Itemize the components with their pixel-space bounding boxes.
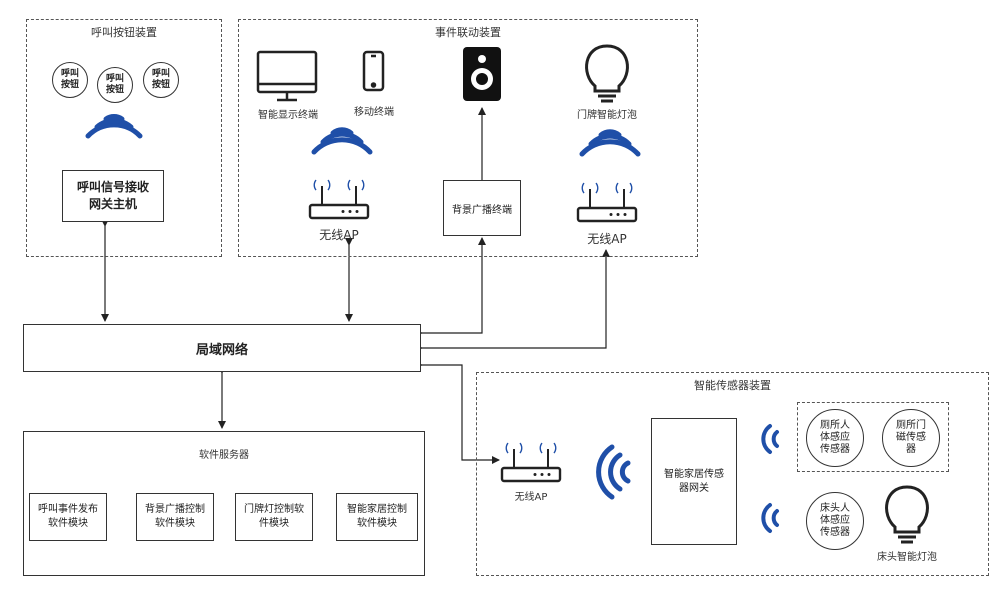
wifi-icon-buttons: [85, 114, 143, 139]
router-icon-ap3: [576, 182, 638, 223]
label-door-bulb: 门牌智能灯泡: [577, 110, 637, 121]
module-call-event: 呼叫事件发布 软件模块: [29, 493, 107, 541]
wifi-icon-sensor-bottom: [761, 503, 779, 533]
link-lan-sensor-ap: [415, 361, 500, 464]
group-smart-sensor: [476, 372, 989, 576]
call-button-3: 呼叫 按钮: [143, 62, 179, 98]
module-broadcast-control: 背景广播控制 软件模块: [136, 493, 214, 541]
label-smart-display: 智能显示终端: [258, 110, 318, 121]
label-ap3: 无线AP: [587, 232, 627, 246]
link-lan-ap3: [415, 249, 610, 352]
group-call-button-title: 呼叫按钮装置: [91, 26, 157, 39]
group-call-button: [26, 19, 222, 257]
wifi-icon-sensor-top: [761, 424, 779, 454]
lan-box: 局域网络: [23, 324, 421, 372]
wifi-icon-sensor-ap: [596, 444, 631, 500]
group-smart-sensor-title: 智能传感器装置: [694, 379, 771, 392]
toilet-door-sensor: 厕所门 磁传感 器: [882, 409, 940, 467]
toilet-sensor-group: [797, 402, 949, 472]
software-server-title: 软件服务器: [199, 450, 249, 461]
monitor-icon: [256, 50, 318, 102]
label-mobile: 移动终端: [354, 107, 394, 118]
wifi-icon-ap3: [579, 129, 641, 157]
lightbulb-icon-door: [585, 44, 629, 103]
router-icon-ap1: [308, 179, 370, 220]
group-event-linkage-title: 事件联动装置: [435, 26, 501, 39]
broadcast-terminal: 背景广播终端: [443, 180, 521, 236]
mobile-icon: [362, 50, 385, 92]
label-bed-bulb: 床头智能灯泡: [877, 552, 937, 563]
sensor-gateway: 智能家居传感 器网关: [651, 418, 737, 545]
router-icon-sensor-ap: [500, 442, 562, 483]
bed-body-sensor: 床头人 体感应 传感器: [806, 492, 864, 550]
call-button-2: 呼叫 按钮: [97, 67, 133, 103]
group-event-linkage: [238, 19, 698, 257]
speaker-icon: [463, 47, 501, 101]
call-button-1: 呼叫 按钮: [52, 62, 88, 98]
gateway-host: 呼叫信号接收 网关主机: [62, 170, 164, 222]
toilet-body-sensor: 厕所人 体感应 传感器: [806, 409, 864, 467]
wifi-icon-ap1: [311, 127, 373, 155]
label-sensor-ap: 无线AP: [514, 492, 548, 503]
module-door-light-control: 门牌灯控制软 件模块: [235, 493, 313, 541]
label-ap1: 无线AP: [319, 228, 359, 242]
module-smart-home-control: 智能家居控制 软件模块: [336, 493, 418, 541]
lightbulb-icon-bed: [885, 485, 929, 544]
